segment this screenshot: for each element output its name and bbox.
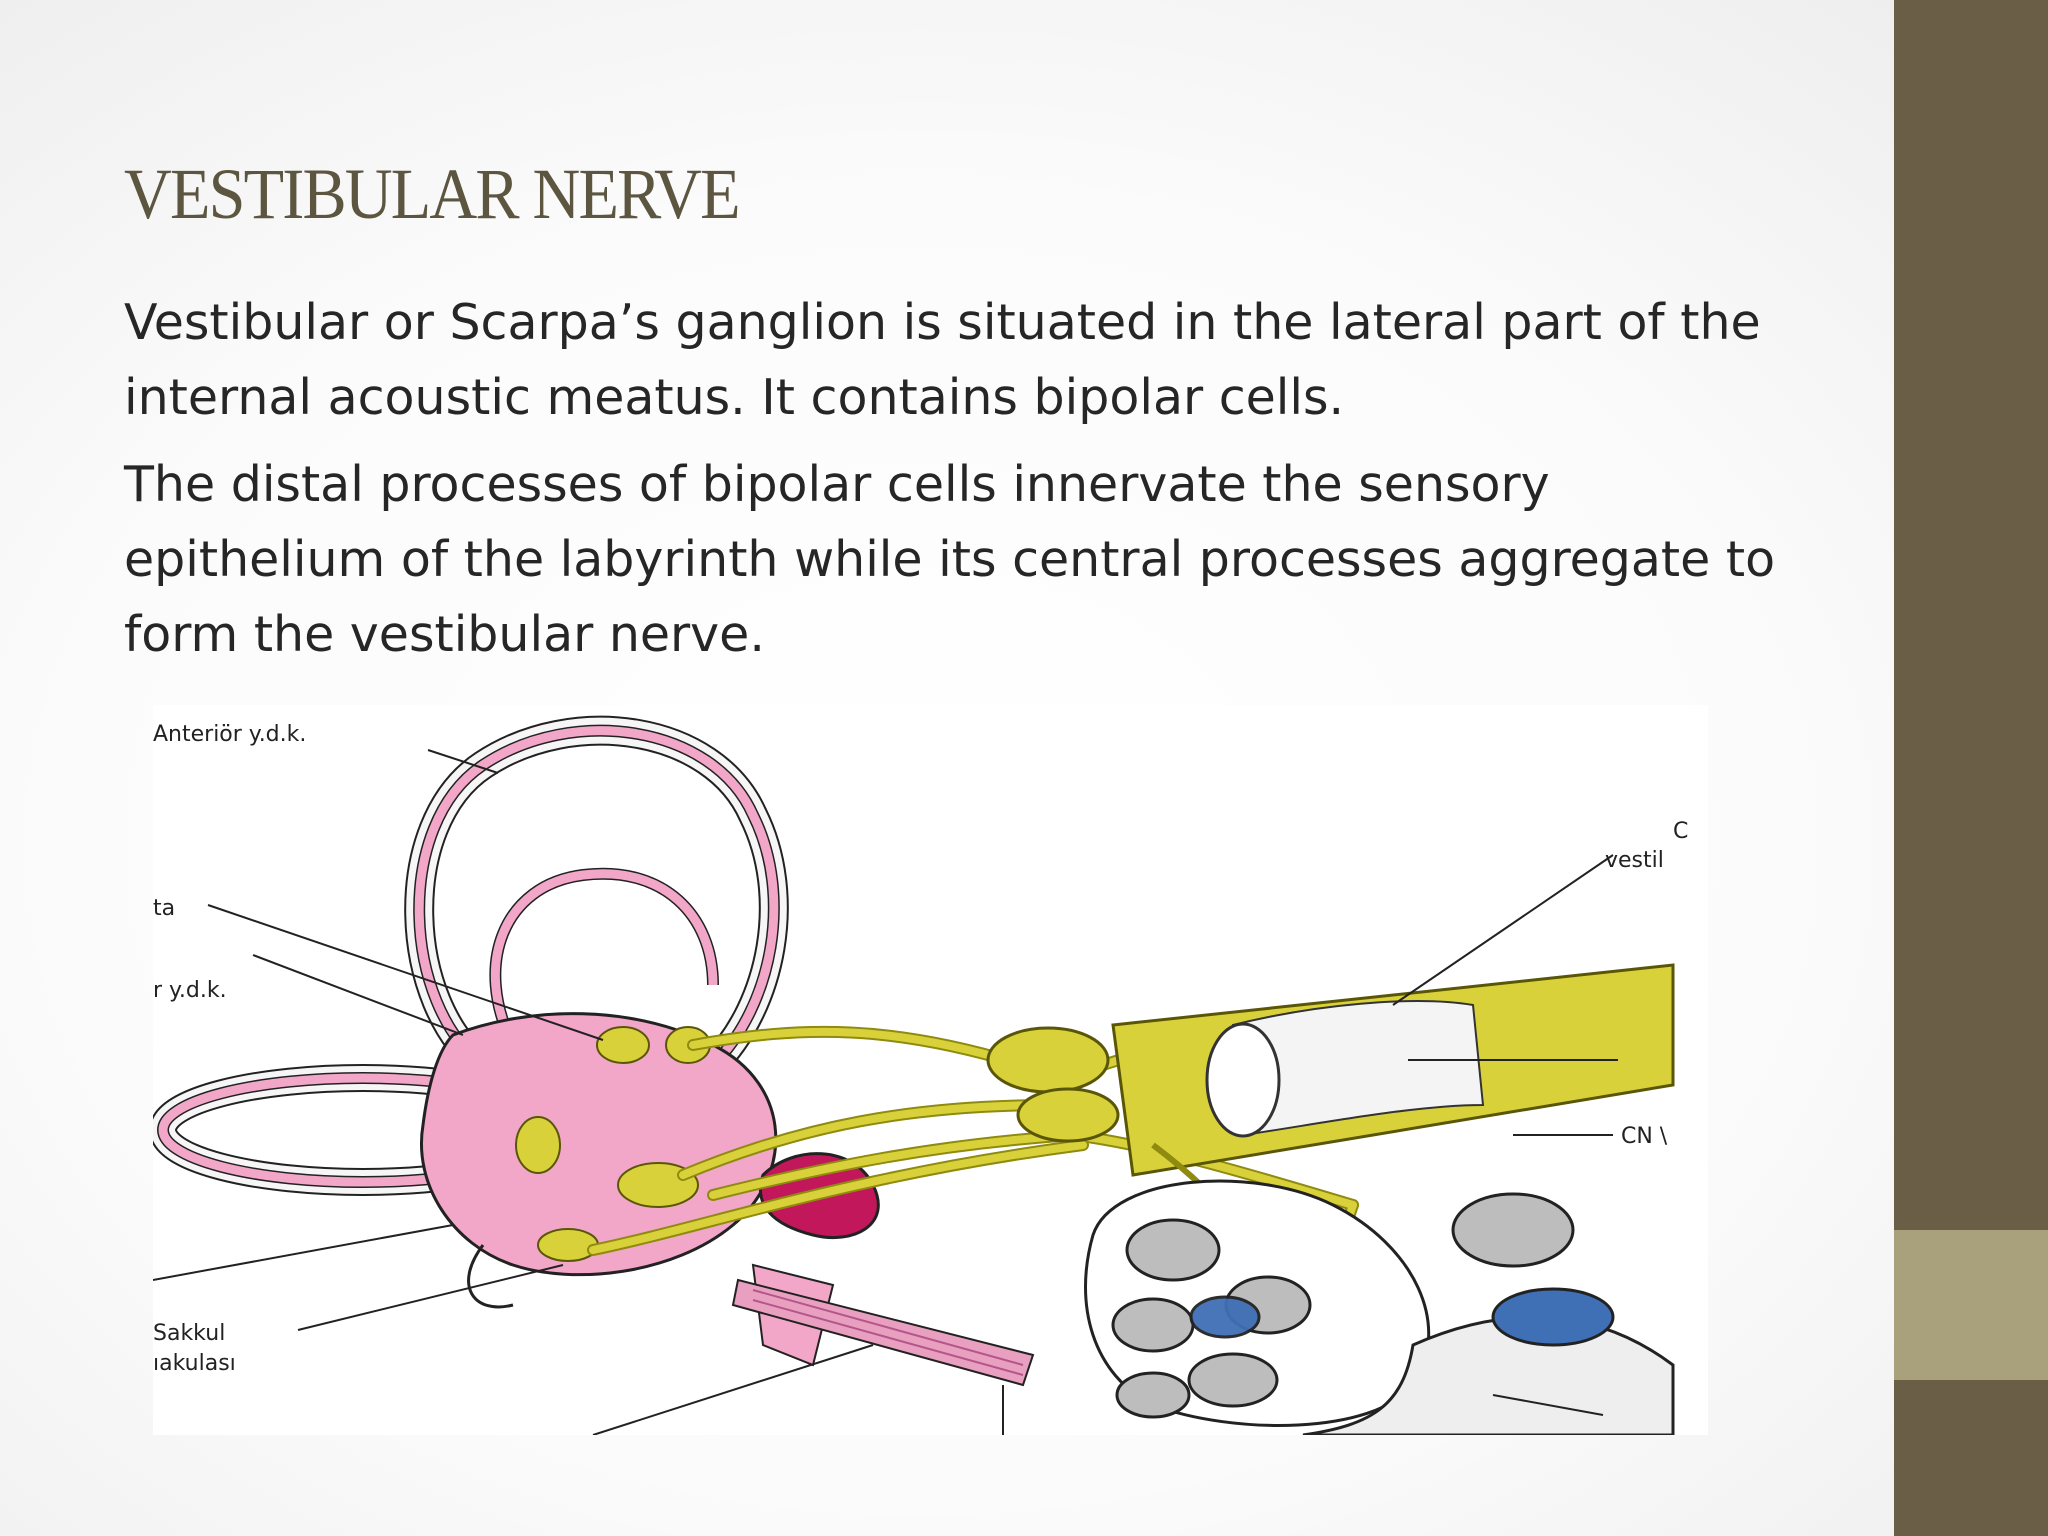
leader-lines: [153, 749, 1618, 1435]
slide-title: VESTIBULAR NERVE: [124, 154, 741, 234]
label-sakkul: Sakkul: [153, 1321, 225, 1346]
inner-ear-diagram: Anteriör y.d.k. ta r y.d.k. C vestil CN …: [153, 705, 1708, 1435]
vestibule: [420, 1012, 778, 1309]
label-anterior-canal: Anteriör y.d.k.: [153, 722, 306, 747]
label-cn: CN \: [1621, 1124, 1668, 1149]
slide-body: Vestibular or Scarpa’s ganglion is situa…: [124, 285, 1804, 684]
label-vestibular: vestil: [1605, 848, 1664, 873]
cochlea-cross-section: [1084, 1179, 1675, 1435]
cochlear-duct: [731, 1263, 1035, 1387]
side-accent-block: [1894, 1230, 2048, 1380]
inner-ear-illustration: Anteriör y.d.k. ta r y.d.k. C vestil CN …: [153, 715, 1688, 1435]
label-ta: ta: [153, 896, 175, 921]
label-makulasi: ıakulası: [153, 1351, 236, 1376]
label-c: C: [1673, 819, 1688, 844]
vestibular-nerve-trunk: [1111, 963, 1675, 1306]
label-ryd: r y.d.k.: [153, 978, 227, 1003]
paragraph-processes: The distal processes of bipolar cells in…: [124, 456, 1776, 663]
paragraph-ganglion: Vestibular or Scarpa’s ganglion is situa…: [124, 294, 1761, 426]
vestibular-ganglion: [986, 1026, 1120, 1143]
